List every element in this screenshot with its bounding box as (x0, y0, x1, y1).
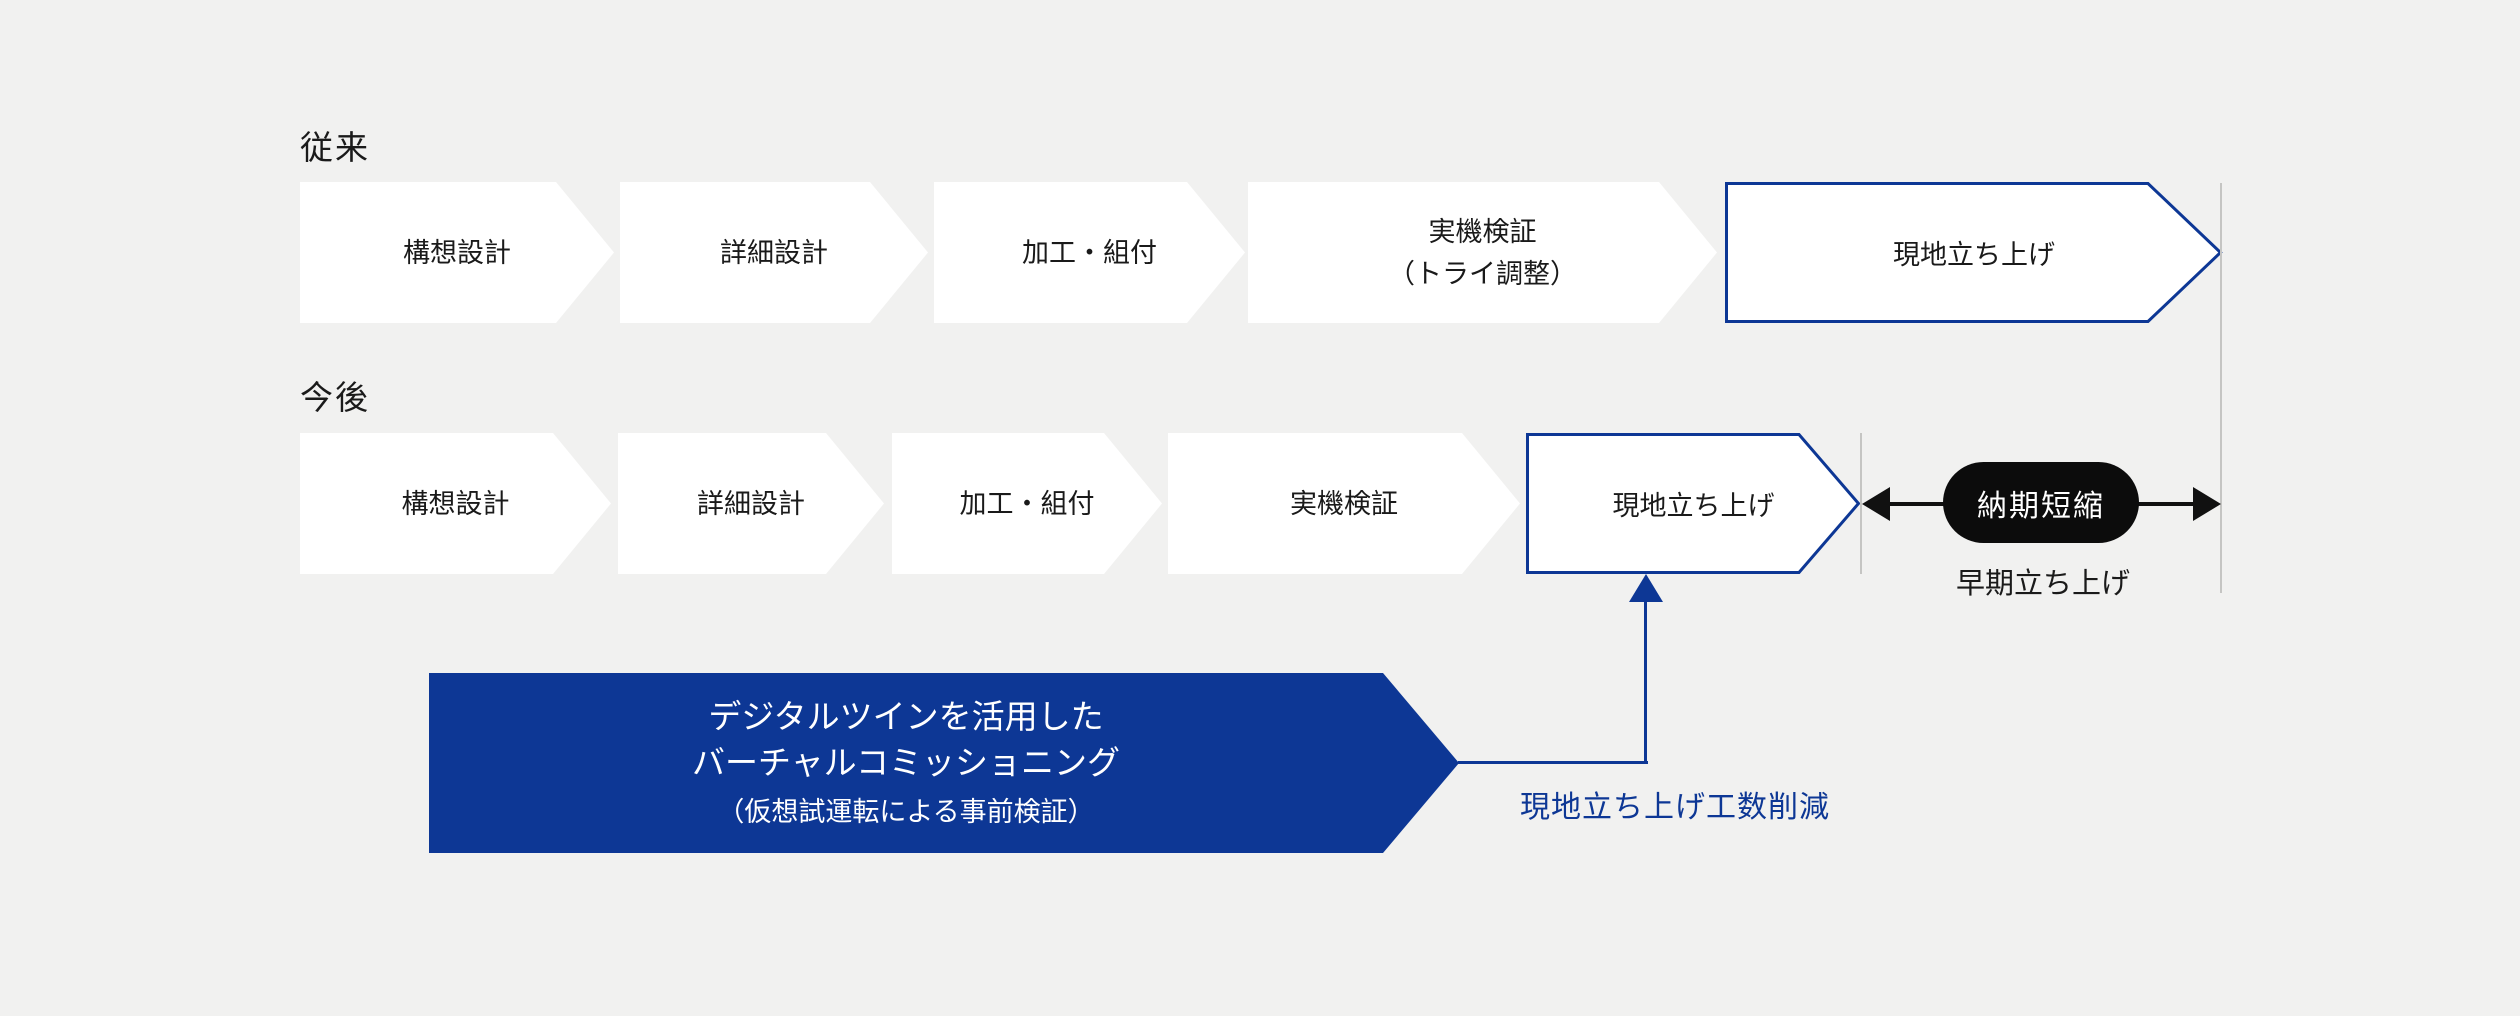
double-arrow-right-head-icon (2193, 487, 2221, 521)
step-label: 実機検証 (1290, 488, 1398, 519)
manhour-reduction-label: 現地立ち上げ工数削減 (1520, 791, 1830, 824)
virtual-commissioning-banner-text: デジタルツインを活用した バーチャルコミッショニング （仮想試運転による事前検証… (429, 694, 1383, 829)
step-conventional-machine-verification: 実機検証 （トライ調整） (1248, 182, 1717, 323)
step-conventional-machining-assembly: 加工・組付 (934, 182, 1245, 323)
reference-line-future-end (1860, 433, 1862, 574)
banner-line2: バーチャルコミッショニング (691, 744, 1120, 781)
step-future-machining-assembly: 加工・組付 (892, 433, 1162, 574)
chevron-outline-shape (1526, 433, 1861, 574)
banner-line3: （仮想試運転による事前検証） (717, 797, 1095, 827)
connector-vertical-line (1644, 600, 1647, 763)
step-sublabel: （トライ調整） (1388, 258, 1577, 289)
step-label: 構想設計 (401, 488, 510, 519)
connector-up-arrow-icon (1629, 574, 1663, 602)
step-label: 加工・組付 (1022, 237, 1157, 268)
row-label-future: 今後 (300, 379, 370, 416)
step-label: 加工・組付 (959, 488, 1095, 519)
double-arrow-left-head-icon (1862, 487, 1890, 521)
row-label-conventional: 従来 (300, 129, 370, 166)
early-startup-caption: 早期立ち上げ (1955, 568, 2130, 600)
badge-label: 納期短縮 (1977, 489, 2105, 523)
step-label: 構想設計 (403, 237, 511, 268)
delivery-reduction-badge: 納期短縮 (1943, 462, 2139, 543)
step-conventional-onsite-startup: 現地立ち上げ (1725, 182, 2223, 323)
step-label: 実機検証 (1428, 216, 1537, 247)
chevron-outline-shape (1725, 182, 2223, 323)
virtual-commissioning-banner (429, 673, 1459, 853)
step-label: 詳細設計 (720, 237, 828, 268)
step-future-onsite-startup: 現地立ち上げ (1526, 433, 1861, 574)
step-conventional-concept-design: 構想設計 (300, 182, 614, 323)
connector-horizontal-line (1458, 761, 1648, 764)
step-future-machine-verification: 実機検証 (1168, 433, 1520, 574)
step-label: 詳細設計 (697, 488, 805, 519)
step-label: 現地立ち上げ (1612, 491, 1775, 521)
step-future-detailed-design: 詳細設計 (618, 433, 884, 574)
reference-line-conventional-end (2220, 183, 2222, 593)
step-label: 現地立ち上げ (1893, 240, 2055, 270)
step-future-concept-design: 構想設計 (300, 433, 611, 574)
step-conventional-detailed-design: 詳細設計 (620, 182, 928, 323)
banner-line1: デジタルツインを活用した (708, 698, 1104, 735)
